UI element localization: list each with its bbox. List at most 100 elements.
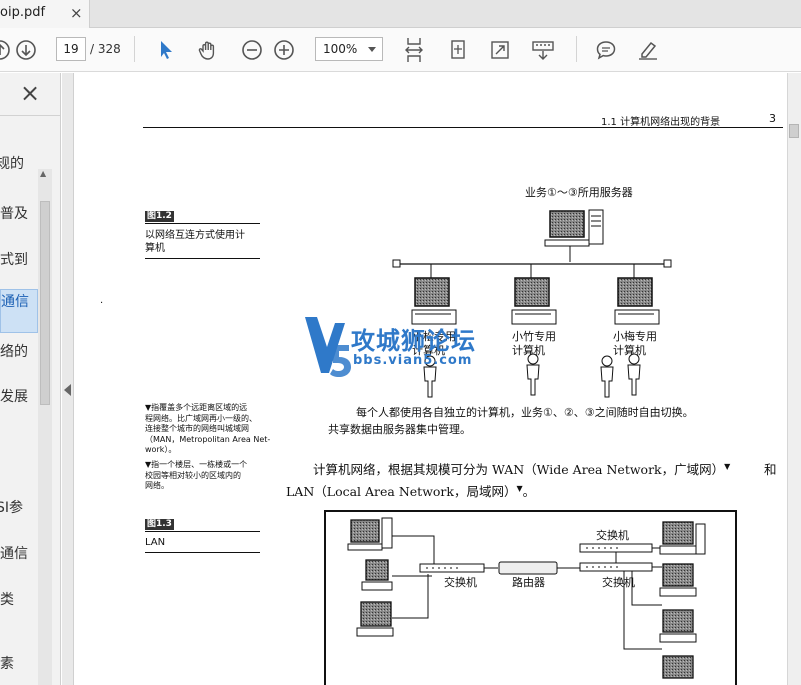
page-total: / 328	[90, 42, 121, 56]
side-note-wan: ▼指覆盖多个远距离区域的远程网络。比广域网再小一级的、连接整个城市的网络叫城域网…	[145, 403, 271, 454]
scroll-mode-button[interactable]	[529, 36, 557, 64]
fullscreen-button[interactable]	[486, 36, 514, 64]
close-tab-icon[interactable]: ×	[70, 4, 83, 22]
bookmark-item[interactable]: 规的	[0, 156, 24, 172]
hand-tool-button[interactable]	[194, 36, 222, 64]
switch-label: 交换机	[444, 576, 477, 589]
zoom-in-button[interactable]	[270, 36, 298, 64]
bookmark-item[interactable]: SI参	[0, 500, 24, 516]
diagram-description: 每个人都使用各自独立的计算机，业务①、②、③之间随时自由切换。	[356, 406, 694, 419]
pc-label: 小松专用计算机	[412, 330, 456, 357]
side-note-lan: ▼指一个楼层、一栋楼或一个校园等相对较小的区域内的网络。	[145, 460, 248, 490]
sidebar-divider	[0, 115, 60, 116]
user-computer-icon	[614, 277, 660, 325]
scroll-up-icon[interactable]: ▲	[40, 169, 47, 178]
hand-icon	[198, 41, 215, 60]
keyboard-download-icon	[532, 41, 554, 60]
server-computer-icon	[347, 517, 393, 551]
pc-label: 小梅专用计算机	[613, 330, 657, 357]
figure-tag: 图1.2	[145, 211, 174, 222]
caption-rule	[145, 223, 260, 224]
page-number-input[interactable]: 19	[56, 37, 86, 61]
plus-circle-icon	[274, 40, 294, 60]
desktop-computer-icon	[662, 655, 694, 679]
close-sidebar-icon[interactable]: ×	[20, 79, 41, 107]
bookmark-item[interactable]: 普及	[0, 206, 28, 222]
toolbar-divider	[576, 36, 577, 62]
router-label: 路由器	[512, 576, 545, 589]
collapse-arrow-icon[interactable]	[64, 384, 71, 396]
comment-button[interactable]	[592, 36, 620, 64]
bookmark-item[interactable]: 式到	[0, 252, 28, 268]
watermark-url: bbs.vian5.com	[353, 353, 473, 368]
figure-tag: 图1.3	[145, 519, 174, 530]
network-diagram	[392, 209, 672, 398]
running-header: 1.1 计算机网络出现的背景	[601, 117, 721, 128]
bookmark-item[interactable]: 类	[0, 592, 14, 608]
toolbar-divider	[134, 36, 135, 62]
zoom-out-button[interactable]	[238, 36, 266, 64]
chevron-down-icon	[368, 47, 376, 52]
desktop-computer-icon	[659, 521, 706, 555]
rotate-page-icon	[451, 40, 465, 59]
person-icon	[526, 353, 540, 396]
figure-caption: 以网络互连方式使用计 算机	[145, 230, 245, 254]
bookmark-item[interactable]: 素	[0, 656, 14, 672]
v5-logo-icon	[305, 317, 351, 377]
body-paragraph: 计算机网络，根据其规模可分为 WAN（Wide Area Network，广域网…	[313, 461, 731, 477]
bookmark-item[interactable]: 发展	[0, 389, 28, 405]
switch-label: 交换机	[596, 529, 629, 542]
bookmark-item[interactable]: 通信	[0, 546, 28, 562]
diagram-description: 共享数据由服务器集中管理。	[328, 423, 471, 436]
body-paragraph: LAN（Local Area Network，局域网）▼。	[286, 483, 536, 499]
speech-bubble-icon	[596, 41, 616, 60]
router-device-icon	[498, 561, 558, 575]
prev-page-button[interactable]	[0, 36, 14, 64]
body-paragraph-end: 和	[764, 462, 777, 477]
caption-rule	[145, 552, 260, 553]
header-rule	[143, 127, 783, 128]
server-computer-icon	[544, 209, 604, 247]
figure-caption: LAN	[145, 537, 166, 548]
user-computer-icon	[411, 277, 457, 325]
desktop-computer-icon	[659, 563, 697, 597]
next-page-button[interactable]	[12, 36, 40, 64]
highlight-button[interactable]	[634, 36, 662, 64]
expand-icon	[491, 41, 509, 59]
person-icon	[423, 355, 437, 398]
highlighter-pen-icon	[639, 41, 657, 60]
watermark-logo: 攻城狮论坛 bbs.vian5.com	[303, 311, 503, 381]
bookmark-sidebar: × 规的 普及 式到 通信 络的 发展 SI参 通信 类 素 ▲	[0, 73, 61, 685]
caption-rule	[145, 531, 260, 532]
person-icon	[627, 353, 641, 396]
tab-title: oip.pdf	[0, 5, 46, 20]
arrow-down-circle-icon	[16, 40, 36, 60]
page-scrollbar[interactable]	[787, 73, 801, 685]
bookmark-item-selected[interactable]: 通信	[0, 289, 38, 333]
rotate-button[interactable]	[444, 36, 472, 64]
page-scroll-thumb[interactable]	[789, 124, 799, 138]
arrow-up-circle-icon	[0, 40, 10, 60]
fit-width-button[interactable]	[400, 36, 428, 64]
page-number: 3	[769, 112, 776, 125]
document-tab[interactable]: oip.pdf ×	[0, 0, 90, 28]
tab-bar: oip.pdf ×	[0, 0, 801, 28]
toolbar: 19 / 328 100%	[0, 28, 801, 72]
lan-diagram	[324, 510, 737, 685]
sidebar-splitter[interactable]	[62, 73, 74, 685]
sidebar-scroll-thumb[interactable]	[40, 201, 50, 405]
cursor-arrow-icon	[161, 41, 172, 59]
zoom-select[interactable]: 100%	[315, 37, 383, 61]
person-icon	[600, 355, 614, 398]
desktop-computer-icon	[659, 609, 697, 643]
watermark-title: 攻城狮论坛	[351, 327, 476, 355]
bookmark-item[interactable]: 络的	[0, 344, 28, 360]
select-tool-button[interactable]	[152, 36, 180, 64]
pc-label: 小竹专用计算机	[512, 330, 556, 357]
minus-circle-icon	[242, 40, 262, 60]
caption-rule	[145, 258, 260, 259]
fit-page-icon	[405, 38, 423, 62]
stray-mark: ·	[100, 298, 104, 309]
user-computer-icon	[511, 277, 557, 325]
zoom-value: 100%	[323, 42, 358, 56]
